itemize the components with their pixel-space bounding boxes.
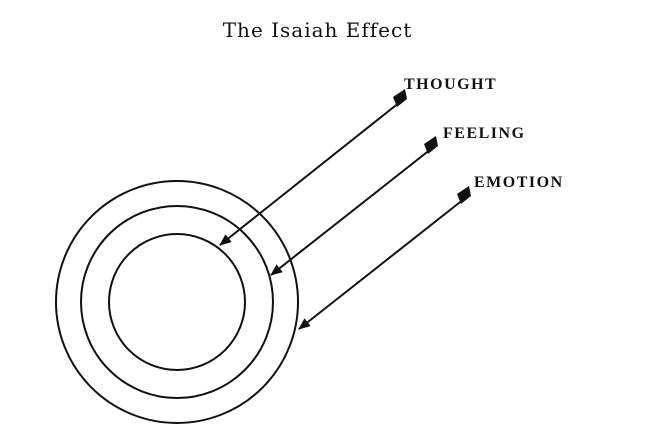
- emotion-label: EMOTION: [474, 174, 564, 191]
- emotion-arrow: [298, 186, 471, 330]
- thought-label: THOUGHT: [404, 76, 498, 93]
- outer-circle: [55, 180, 299, 424]
- diagram-title: The Isaiah Effect: [222, 18, 413, 42]
- feeling-label: FEELING: [443, 125, 526, 142]
- middle-circle: [80, 205, 274, 399]
- thought-arrow-fletching: [393, 89, 407, 107]
- inner-circle: [108, 233, 246, 371]
- feeling-arrow: [270, 136, 438, 276]
- emotion-arrow-fletching: [457, 186, 471, 204]
- thought-arrow: [219, 89, 407, 246]
- feeling-arrow-fletching: [424, 136, 438, 154]
